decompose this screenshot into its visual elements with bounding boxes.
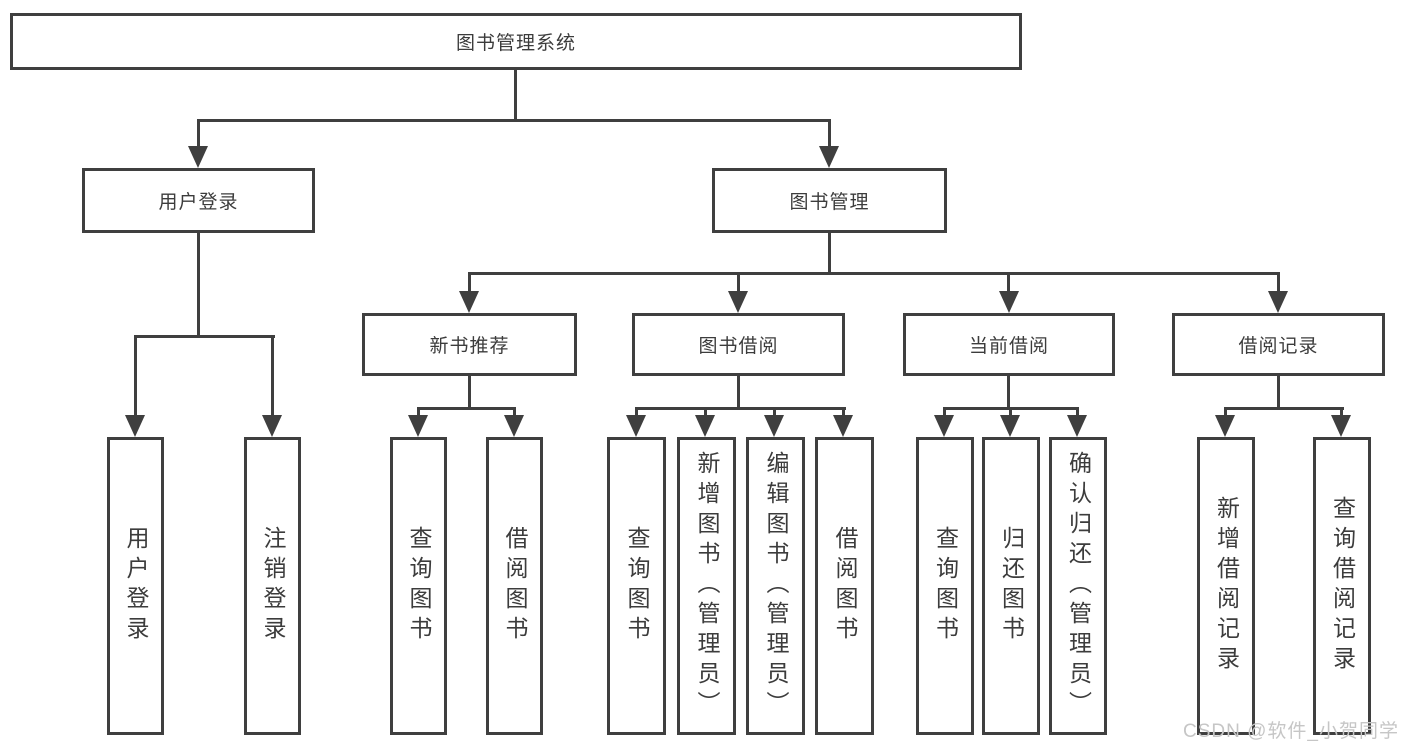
leaf-edit-books-admin: 编辑图书（管理员） [746,437,805,735]
connector-user-login-rail [134,335,275,338]
connector-arrow-shaft [1076,407,1079,419]
connector-stub [1277,376,1280,410]
connector-arrow-shaft [271,335,274,419]
connector-stub [468,376,471,410]
leaf-query-books-recommend: 查询图书 [390,437,447,735]
connector-rail [635,407,846,410]
arrowhead-down [1331,415,1351,437]
node-new-book-recommend-label: 新书推荐 [429,336,510,357]
node-book-management: 图书管理 [712,168,947,233]
connector-level3-rail [468,272,1280,275]
node-new-book-recommend: 新书推荐 [362,313,577,376]
leaf-query-borrow-record: 查询借阅记录 [1313,437,1371,735]
leaf-add-books-admin: 新增图书（管理员） [677,437,736,735]
leaf-confirm-return-admin: 确认归还（管理员） [1049,437,1107,735]
arrowhead-down [728,291,748,313]
leaf-query-books-borrow: 查询图书 [607,437,666,735]
node-borrow-records: 借阅记录 [1172,313,1385,376]
leaf-borrow-books: 借阅图书 [815,437,874,735]
leaf-label: 注销登录 [260,526,286,646]
leaf-label: 用户登录 [123,526,149,646]
arrowhead-down [833,415,853,437]
leaf-label: 借阅图书 [502,526,528,646]
connector-arrow-shaft [513,407,516,419]
arrowhead-down [1000,415,1020,437]
node-book-borrow: 图书借阅 [632,313,845,376]
connector-stub [1007,376,1010,410]
arrowhead-down [819,146,839,168]
connector-arrow-shaft [635,407,638,419]
node-current-borrow: 当前借阅 [903,313,1115,376]
leaf-return-books: 归还图书 [982,437,1040,735]
connector-arrow-shaft [943,407,946,419]
node-root-label: 图书管理系统 [455,33,576,54]
connector-rail [1224,407,1344,410]
node-book-borrow-label: 图书借阅 [698,336,779,357]
connector-root-stub [514,70,517,122]
connector-arrow-shaft [134,335,137,419]
connector-rail [417,407,516,410]
leaf-logout: 注销登录 [244,437,301,735]
connector-book-management-stub [828,233,831,275]
arrowhead-down [695,415,715,437]
connector-arrow-shaft [1224,407,1227,419]
arrowhead-down [262,415,282,437]
node-book-management-label: 图书管理 [789,192,870,213]
connector-user-login-stub [197,233,200,337]
leaf-label: 查询图书 [932,526,959,646]
arrowhead-down [125,415,145,437]
connector-arrow-shaft [1277,272,1280,294]
leaf-user-login: 用户登录 [107,437,164,735]
leaf-label: 借阅图书 [832,526,858,646]
arrowhead-down [626,415,646,437]
node-borrow-records-label: 借阅记录 [1238,336,1319,357]
leaf-label: 确认归还（管理员） [1065,451,1092,721]
leaf-add-borrow-record: 新增借阅记录 [1197,437,1255,735]
leaf-label: 新增借阅记录 [1213,496,1240,676]
connector-arrow-shaft [828,119,831,149]
leaf-label: 查询图书 [406,526,432,646]
arrowhead-down [504,415,524,437]
node-user-login-label: 用户登录 [158,192,239,213]
arrowhead-down [188,146,208,168]
leaf-label: 归还图书 [998,526,1025,646]
node-user-login: 用户登录 [82,168,315,233]
connector-arrow-shaft [773,407,776,419]
connector-arrow-shaft [737,272,740,294]
connector-arrow-shaft [1009,407,1012,419]
node-root: 图书管理系统 [10,13,1022,70]
connector-level2-rail [197,119,831,122]
leaf-query-books-current: 查询图书 [916,437,974,735]
arrowhead-down [408,415,428,437]
leaf-label: 查询图书 [624,526,650,646]
connector-arrow-shaft [842,407,845,419]
leaf-label: 查询借阅记录 [1329,496,1356,676]
node-current-borrow-label: 当前借阅 [968,336,1049,357]
connector-arrow-shaft [197,119,200,149]
arrowhead-down [459,291,479,313]
arrowhead-down [934,415,954,437]
leaf-label: 编辑图书（管理员） [763,451,789,721]
csdn-watermark: CSDN @软件_小贺同学 [1183,721,1399,742]
leaf-borrow-books-recommend: 借阅图书 [486,437,543,735]
arrowhead-down [1215,415,1235,437]
connector-arrow-shaft [1340,407,1343,419]
connector-arrow-shaft [704,407,707,419]
arrowhead-down [999,291,1019,313]
connector-arrow-shaft [1007,272,1010,294]
arrowhead-down [1268,291,1288,313]
connector-stub [737,376,740,410]
arrowhead-down [764,415,784,437]
connector-arrow-shaft [468,272,471,294]
leaf-label: 新增图书（管理员） [694,451,720,721]
arrowhead-down [1067,415,1087,437]
connector-arrow-shaft [417,407,420,419]
